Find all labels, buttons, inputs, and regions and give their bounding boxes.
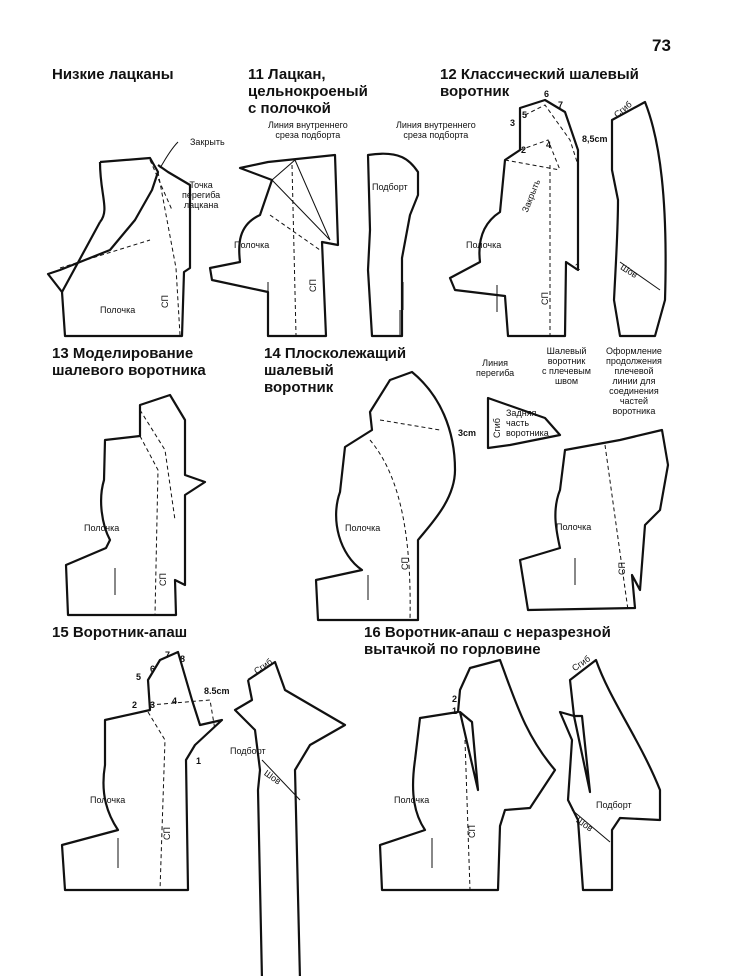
- point-4: 4: [172, 696, 178, 706]
- label-center-front: СП: [617, 562, 627, 575]
- label-center-front: СП: [400, 557, 410, 570]
- point-4: 4: [546, 140, 552, 150]
- point-1: 1: [196, 756, 202, 766]
- shawl-modeling-pattern-13: [64, 393, 207, 617]
- label-shoulder-extension: Оформление продолжения плечевой линии дл…: [606, 346, 662, 416]
- point-2: 2: [132, 700, 138, 710]
- point-3: 3: [150, 700, 156, 710]
- label-fold: Сгиб: [492, 418, 502, 438]
- label-measure: 3cm: [458, 428, 477, 438]
- label-front: Полочка: [84, 523, 120, 533]
- title-low-lapels: Низкие лацканы: [52, 66, 174, 83]
- point-5: 5: [136, 672, 142, 682]
- point-2: 2: [521, 145, 527, 155]
- title-11: 11 Лацкан, цельнокроеный с полочкой: [248, 66, 368, 117]
- label-center-front: СП: [158, 573, 168, 586]
- label-front: Полочка: [100, 305, 136, 315]
- label-facing: Подборт: [372, 182, 408, 192]
- point-1: 1: [452, 706, 458, 716]
- label-facing-line: Линия внутреннего среза подборта: [396, 120, 476, 140]
- point-2: 2: [452, 694, 458, 704]
- label-center-front: СП: [308, 279, 318, 292]
- point-3: 3: [510, 118, 516, 128]
- label-center-front: СП: [160, 295, 170, 308]
- apache-dart-pattern-16: [378, 658, 662, 892]
- label-measure: 8.5cm: [204, 686, 230, 696]
- label-center-front: СП: [467, 825, 477, 838]
- title-12: 12 Классический шалевый воротник: [440, 66, 639, 100]
- label-front: Полочка: [345, 523, 381, 533]
- label-front: Полочка: [234, 240, 270, 250]
- title-14: 14 Плосколежащий шалевый воротник: [264, 345, 407, 396]
- label-fold-point: Точка перегиба лацкана: [182, 180, 221, 210]
- label-facing-line: Линия внутреннего среза подборта: [268, 120, 348, 140]
- label-center-front: СП: [162, 827, 172, 840]
- title-15: 15 Воротник-апаш: [52, 624, 188, 641]
- low-lapels-pattern: [46, 141, 192, 338]
- point-5: 5: [522, 110, 528, 120]
- title-16: 16 Воротник-апаш с неразрезной вытачкой …: [364, 624, 611, 658]
- label-measure: 8,5cm: [582, 134, 608, 144]
- point-7: 7: [558, 100, 564, 110]
- label-close: Закрыть: [190, 137, 225, 147]
- label-front: Полочка: [466, 240, 502, 250]
- point-6: 6: [544, 89, 550, 99]
- page-number: 73: [652, 36, 671, 55]
- label-front: Полочка: [394, 795, 430, 805]
- point-7: 7: [165, 650, 171, 660]
- title-13: 13 Моделирование шалевого воротника: [52, 345, 206, 379]
- lapel-pattern-11: [208, 152, 420, 338]
- label-shawl-collar: Шалевый воротник с плечевым швом: [542, 346, 591, 386]
- label-facing: Подборт: [596, 800, 632, 810]
- apache-collar-pattern-15: [60, 650, 347, 976]
- label-front: Полочка: [556, 522, 592, 532]
- point-6: 6: [150, 664, 156, 674]
- label-front: Полочка: [90, 795, 126, 805]
- label-back-collar: Задняя часть воротника: [506, 408, 549, 438]
- point-8: 8: [180, 654, 186, 664]
- label-center-front: СП: [540, 292, 550, 305]
- flat-shawl-pattern-14: [314, 370, 670, 622]
- label-facing: Подборт: [230, 746, 266, 756]
- shawl-collar-pattern-12: [448, 98, 667, 338]
- point-1: 1: [575, 262, 581, 272]
- label-roll-line: Линия перегиба: [476, 358, 515, 378]
